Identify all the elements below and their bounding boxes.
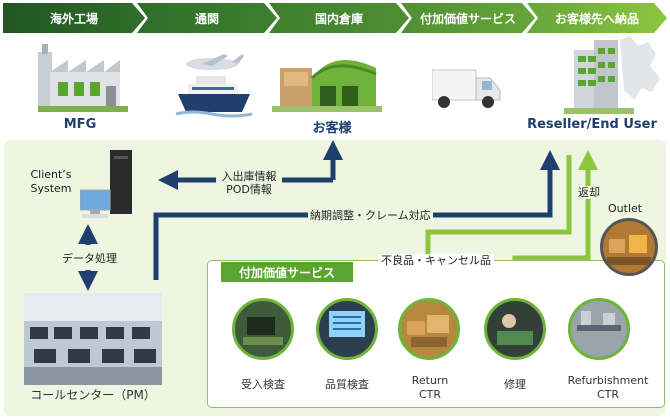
outlet-photo bbox=[600, 218, 658, 276]
plane-ship-icon bbox=[175, 54, 253, 118]
inventory-info-label: 入出庫情報 POD情報 bbox=[216, 170, 282, 196]
factory-icon bbox=[38, 44, 128, 112]
quality-inspection-label: 品質検査 bbox=[325, 378, 369, 391]
truck-icon bbox=[432, 69, 501, 108]
stage-delivery: お客様先へ納品 bbox=[527, 3, 667, 33]
building-icon bbox=[564, 36, 660, 114]
call-center-label: コールセンター（PM） bbox=[30, 388, 156, 402]
stage-value-added: 付加価値サービス bbox=[401, 3, 535, 33]
quality-inspection-photo bbox=[316, 298, 378, 360]
delivery-claim-label: 納期調整・クレーム対応 bbox=[308, 209, 433, 222]
outlet-label: Outlet bbox=[608, 202, 643, 215]
repair-label: 修理 bbox=[504, 378, 526, 391]
call-center-photo bbox=[24, 293, 162, 385]
stage-customs: 通関 bbox=[137, 3, 277, 33]
return-ctr-label: Return CTR bbox=[411, 374, 449, 401]
value-added-title: 付加価値サービス bbox=[221, 262, 353, 282]
data-processing-label: データ処理 bbox=[60, 252, 119, 265]
receiving-inspection-label: 受入検査 bbox=[241, 378, 285, 391]
stage-overseas-factory: 海外工場 bbox=[3, 3, 145, 33]
inventory-info-text: 入出庫情報 bbox=[221, 170, 277, 183]
mfg-label: MFG bbox=[63, 117, 97, 132]
computer-icon bbox=[80, 150, 132, 218]
pod-info-text: POD情報 bbox=[226, 183, 272, 196]
repair-photo bbox=[484, 298, 546, 360]
client-system-label: Client’s System bbox=[30, 168, 72, 195]
refurbishment-ctr-label: Refurbishment CTR bbox=[567, 374, 649, 401]
return-ctr-photo bbox=[398, 298, 460, 360]
warehouse-icon bbox=[272, 60, 382, 112]
return-label: 返却 bbox=[578, 186, 600, 199]
stage-domestic-warehouse: 国内倉庫 bbox=[269, 3, 409, 33]
defect-cancel-label: 不良品・キャンセル品 bbox=[378, 254, 494, 267]
receiving-inspection-photo bbox=[232, 298, 294, 360]
reseller-label: Reseller/End User bbox=[527, 117, 657, 132]
customer-label: お客様 bbox=[312, 121, 352, 136]
refurbishment-ctr-photo bbox=[568, 298, 630, 360]
